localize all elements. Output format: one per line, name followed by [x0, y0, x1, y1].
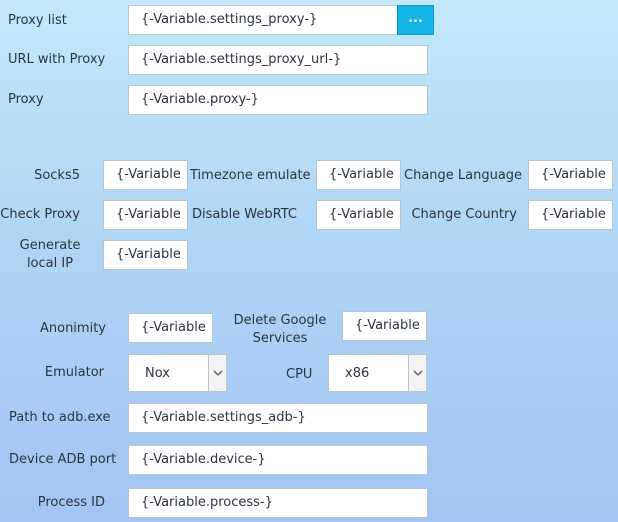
change-language-label: Change Language [404, 168, 523, 183]
delete-google-services-label: Delete Google Services [232, 312, 328, 348]
device-adb-port-label: Device ADB port [9, 452, 117, 467]
change-country-label: Change Country [411, 207, 517, 222]
proxy-list-label: Proxy list [8, 13, 67, 28]
url-with-proxy-input[interactable]: {-Variable.settings_proxy_url-} [128, 45, 428, 75]
socks5-input[interactable]: {-Variable [103, 160, 188, 190]
change-country-input[interactable]: {-Variable [528, 200, 613, 230]
cpu-select[interactable]: x86 [328, 354, 427, 392]
emulator-select[interactable]: Nox [128, 354, 227, 392]
chevron-down-icon[interactable] [408, 355, 426, 391]
process-id-label: Process ID [37, 495, 105, 510]
emulator-select-value: Nox [145, 366, 170, 381]
delete-google-services-label-line2: Services [252, 331, 308, 346]
device-adb-port-input[interactable]: {-Variable.device-} [128, 445, 428, 475]
socks5-label: Socks5 [34, 168, 80, 183]
check-proxy-input[interactable]: {-Variable [103, 200, 188, 230]
timezone-emulate-input[interactable]: {-Variable [316, 160, 401, 190]
proxy-input[interactable]: {-Variable.proxy-} [128, 85, 428, 115]
generate-local-ip-input[interactable]: {-Variable [103, 240, 188, 270]
change-language-input[interactable]: {-Variable [528, 160, 613, 190]
chevron-down-icon[interactable] [208, 355, 226, 391]
proxy-list-input[interactable]: {-Variable.settings_proxy-} [128, 5, 398, 35]
check-proxy-label: Check Proxy [0, 207, 80, 222]
emulator-label: Emulator [44, 365, 104, 380]
timezone-emulate-label: Timezone emulate [190, 168, 311, 183]
proxy-label: Proxy [8, 92, 44, 107]
generate-local-ip-label: Generate local IP [14, 237, 86, 273]
browse-button[interactable]: ... [397, 5, 434, 35]
disable-webrtc-input[interactable]: {-Variable [316, 200, 401, 230]
delete-google-services-input[interactable]: {-Variable [342, 311, 427, 341]
delete-google-services-label-line1: Delete Google [233, 313, 327, 328]
adb-path-input[interactable]: {-Variable.settings_adb-} [128, 403, 428, 433]
adb-path-label: Path to adb.exe [9, 410, 111, 425]
disable-webrtc-label: Disable WebRTC [191, 207, 297, 222]
url-with-proxy-label: URL with Proxy [8, 52, 106, 67]
anonimity-label: Anonimity [39, 321, 106, 336]
process-id-input[interactable]: {-Variable.process-} [128, 488, 428, 518]
cpu-select-value: x86 [345, 366, 370, 381]
anonimity-input[interactable]: {-Variable [128, 313, 213, 343]
generate-local-ip-label-line2: local IP [26, 256, 74, 271]
cpu-label: CPU [286, 367, 313, 382]
generate-local-ip-label-line1: Generate [19, 238, 81, 253]
